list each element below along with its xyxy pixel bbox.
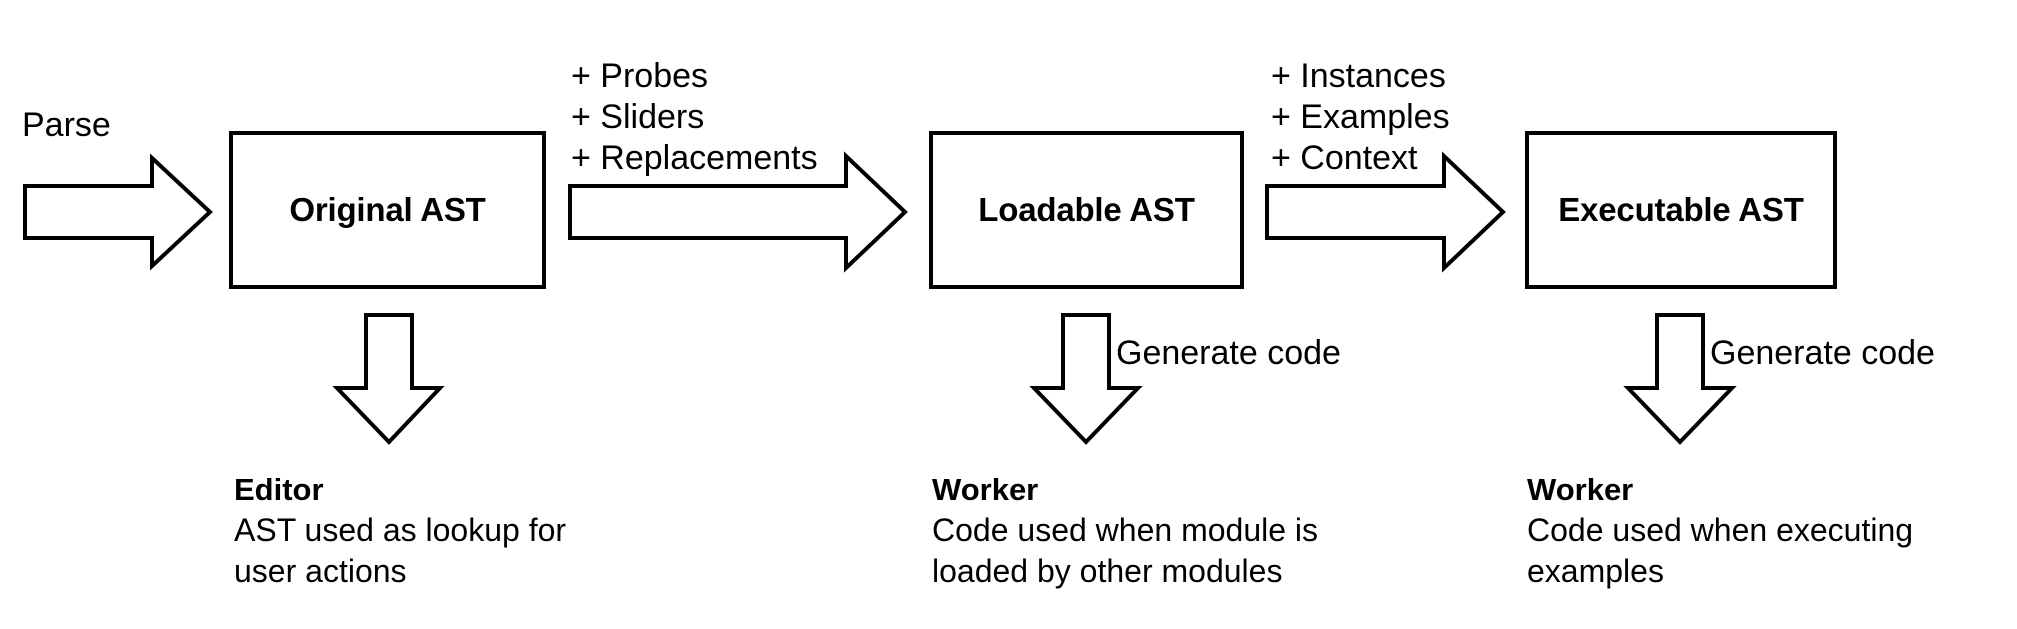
stage-box-executable-ast-hit[interactable]: Executable AST — [1527, 133, 1835, 287]
transition-label-original-to-loadable: + Probes + Sliders + Replacements — [571, 57, 818, 177]
stage-box-executable-ast — [1525, 131, 1837, 289]
stage-label-original-ast: Original AST — [289, 191, 486, 228]
stage-box-loadable-ast — [929, 131, 1244, 289]
arrow-right-icon-parse — [23, 153, 213, 271]
arrow-down-icon-worker-exec — [1623, 313, 1737, 445]
output-body-worker-exec: Code used when executing examples — [1527, 512, 1914, 589]
generate-code-label-worker-exec: Generate code — [1710, 334, 1935, 372]
stage-box-original-ast — [229, 131, 546, 289]
output-title-editor: Editor — [234, 472, 324, 507]
output-title-worker-load: Worker — [932, 472, 1039, 507]
generate-code-label-worker-load: Generate code — [1116, 334, 1341, 372]
output-caption-worker-load: Worker Code used when module is loaded b… — [932, 470, 1318, 592]
arrow-down-icon-worker-load — [1029, 313, 1143, 445]
parse-arrow-label: Parse — [22, 106, 111, 144]
output-caption-editor: Editor AST used as lookup for user actio… — [234, 470, 566, 592]
stage-label-loadable-ast: Loadable AST — [978, 191, 1195, 228]
output-caption-worker-exec: Worker Code used when executing examples — [1527, 470, 1913, 592]
stage-label-executable-ast: Executable AST — [1558, 191, 1804, 228]
stage-box-loadable-ast-hit[interactable]: Loadable AST — [931, 133, 1242, 287]
output-body-editor: AST used as lookup for user actions — [234, 512, 567, 589]
output-title-worker-exec: Worker — [1527, 472, 1634, 507]
arrow-down-icon-editor — [332, 313, 445, 445]
transition-label-loadable-to-executable: + Instances + Examples + Context — [1271, 57, 1450, 177]
arrow-right-icon-probes — [568, 151, 908, 273]
output-body-worker-load: Code used when module is loaded by other… — [932, 512, 1319, 589]
stage-box-original-ast-hit[interactable]: Original AST — [231, 133, 544, 287]
arrow-right-icon-instances — [1265, 151, 1506, 273]
